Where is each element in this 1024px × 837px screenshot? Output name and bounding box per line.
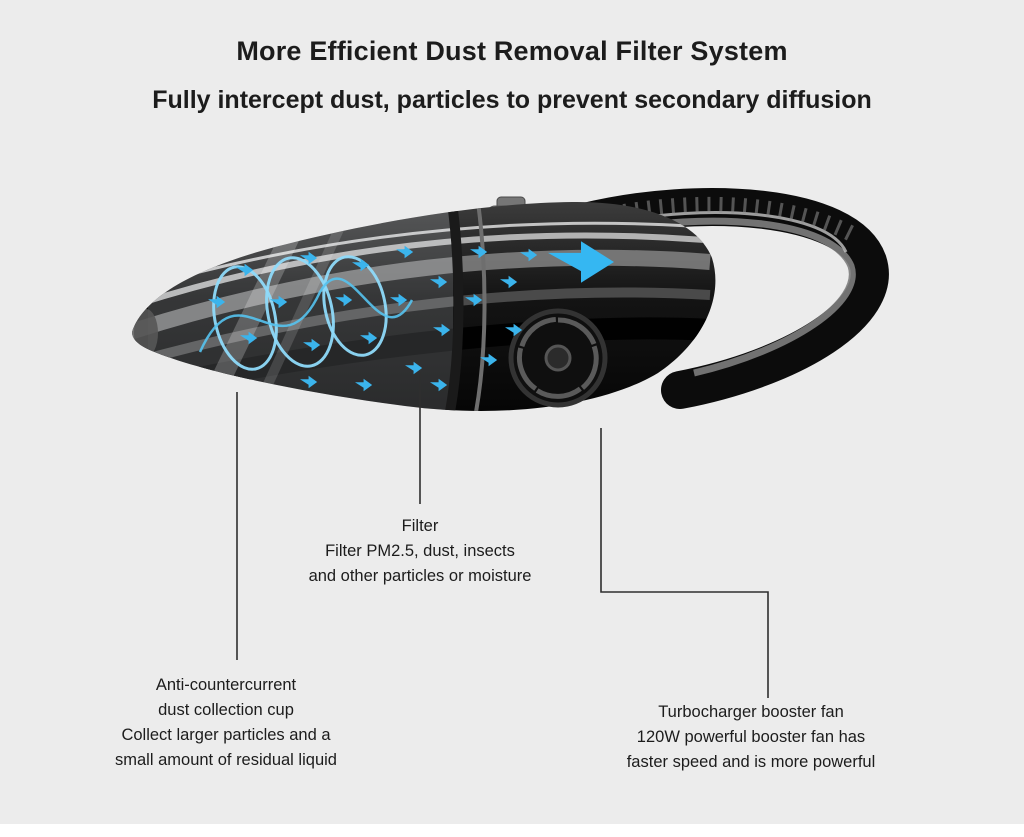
callout-dust-cup: Anti-countercurrent dust collection cup …: [70, 673, 382, 773]
callout-lines: [236, 372, 769, 698]
callout-booster-fan-line: 120W powerful booster fan has: [636, 728, 866, 746]
callout-booster-fan-line: faster speed and is more powerful: [626, 753, 876, 771]
callout-booster-fan: Turbocharger booster fan 120W powerful b…: [590, 700, 912, 775]
callout-dust-cup-line: small amount of residual liquid: [115, 751, 337, 769]
callout-booster-fan-line: Turbocharger booster fan: [658, 703, 844, 721]
handle-grip-ribs: [610, 196, 856, 242]
dust-cup: [148, 205, 453, 411]
bottom-white-strip: [0, 824, 1024, 837]
vacuum-handle: [566, 188, 889, 409]
callout-filter-line: Filter: [401, 517, 439, 535]
callout-dust-cup-line: dust collection cup: [158, 701, 294, 719]
nozzle-opening: [134, 309, 158, 357]
callout-filter-line: and other particles or moisture: [308, 567, 532, 585]
callout-filter-line: Filter PM2.5, dust, insects: [325, 542, 515, 560]
callout-dust-cup-line: Collect larger particles and a: [121, 726, 331, 744]
turbine-fan: [508, 308, 608, 408]
page-title: More Efficient Dust Removal Filter Syste…: [236, 36, 788, 66]
vacuum-body: [132, 201, 716, 411]
callout-filter: Filter Filter PM2.5, dust, insects and o…: [260, 514, 580, 589]
page-subtitle: Fully intercept dust, particles to preve…: [152, 86, 872, 114]
callout-dust-cup-line: Anti-countercurrent: [155, 676, 297, 694]
callout-line-fan: [600, 428, 769, 698]
airflow-spiral: [198, 255, 414, 371]
